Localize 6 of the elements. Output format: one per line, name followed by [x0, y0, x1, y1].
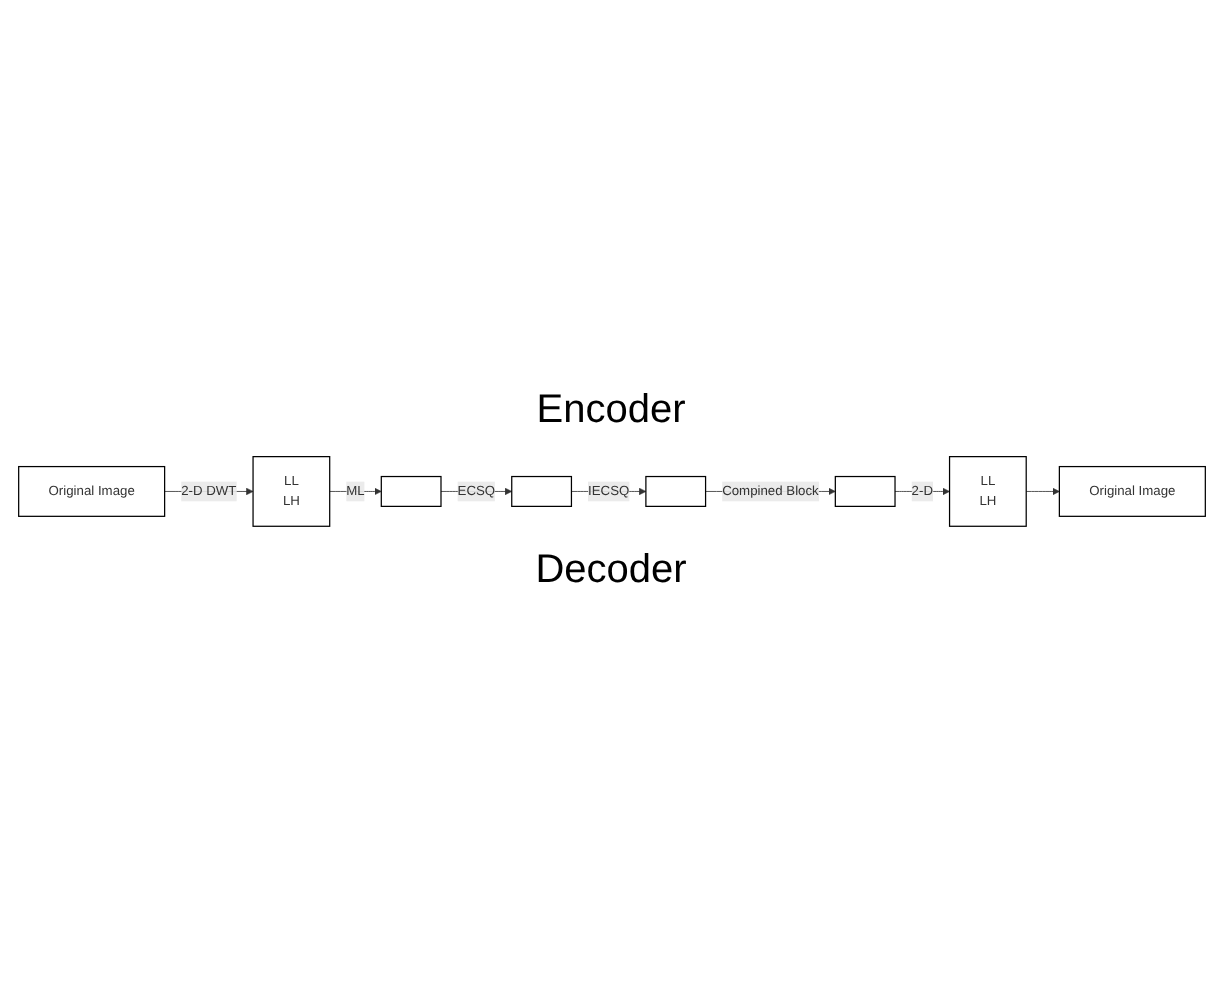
section-heading: Encoder: [536, 387, 686, 434]
node-box: [644, 475, 706, 507]
node-box: [510, 475, 572, 507]
section-heading: Decoder: [535, 548, 687, 595]
node-box: [379, 475, 441, 507]
node-box: [833, 475, 895, 507]
